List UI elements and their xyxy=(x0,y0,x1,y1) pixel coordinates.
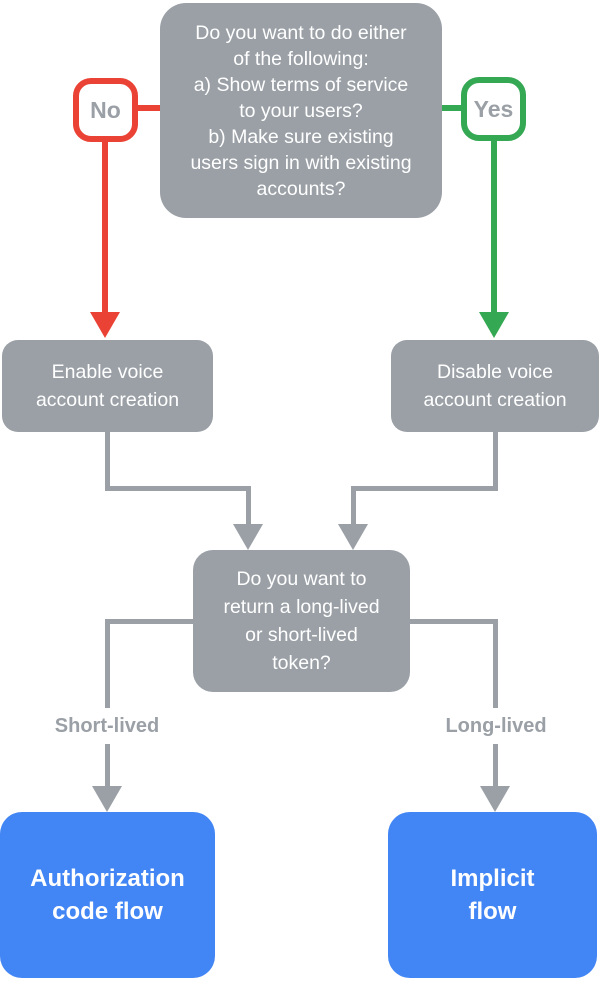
implicit-flow-text: Implicit flow xyxy=(450,865,535,925)
short-lived-label: Short-lived xyxy=(22,708,192,744)
enable-voice-account-node: Enable voice account creation xyxy=(2,340,213,432)
enable-merge-arrowhead-icon xyxy=(233,524,263,550)
yes-branch-connector-vertical xyxy=(491,140,497,314)
long-lived-connector-horizontal xyxy=(408,619,498,624)
long-lived-label: Long-lived xyxy=(412,708,580,744)
token-question-node: Do you want to return a long-lived or sh… xyxy=(193,550,410,692)
enable-in-connector-vertical xyxy=(246,486,251,526)
disable-out-connector-horizontal xyxy=(351,486,498,491)
short-lived-connector-horizontal xyxy=(105,619,195,624)
no-branch-connector-vertical xyxy=(102,140,108,314)
long-lived-label-text: Long-lived xyxy=(445,714,547,737)
disable-out-connector-vertical xyxy=(493,430,498,488)
implicit-flow-node: Implicit flow xyxy=(388,812,597,978)
yes-branch-connector-horizontal xyxy=(440,105,464,111)
disable-merge-arrowhead-icon xyxy=(338,524,368,550)
top-question-text: Do you want to do either of the followin… xyxy=(190,21,412,200)
short-lived-connector-vertical xyxy=(105,619,110,787)
disable-voice-account-node: Disable voice account creation xyxy=(391,340,599,432)
enable-out-connector-vertical xyxy=(105,430,110,488)
no-branch-connector-horizontal xyxy=(136,105,162,111)
no-badge-label: No xyxy=(90,96,121,123)
enable-out-connector-horizontal xyxy=(105,486,251,491)
disable-in-connector-vertical xyxy=(351,486,356,526)
no-branch-arrowhead-icon xyxy=(90,312,120,338)
no-badge: No xyxy=(73,78,138,142)
long-lived-arrowhead-icon xyxy=(480,786,510,812)
short-lived-label-text: Short-lived xyxy=(54,714,160,737)
authorization-code-flow-text: Authorization code flow xyxy=(30,865,185,925)
disable-voice-account-text: Disable voice account creation xyxy=(423,361,567,411)
enable-voice-account-text: Enable voice account creation xyxy=(35,361,180,411)
short-lived-arrowhead-icon xyxy=(92,786,122,812)
yes-branch-arrowhead-icon xyxy=(479,312,509,338)
yes-badge: Yes xyxy=(461,77,526,141)
authorization-code-flow-node: Authorization code flow xyxy=(0,812,215,978)
yes-badge-label: Yes xyxy=(473,95,514,122)
top-question-node: Do you want to do either of the followin… xyxy=(160,3,442,218)
token-question-text: Do you want to return a long-lived or sh… xyxy=(223,568,380,674)
long-lived-connector-vertical xyxy=(493,619,498,787)
